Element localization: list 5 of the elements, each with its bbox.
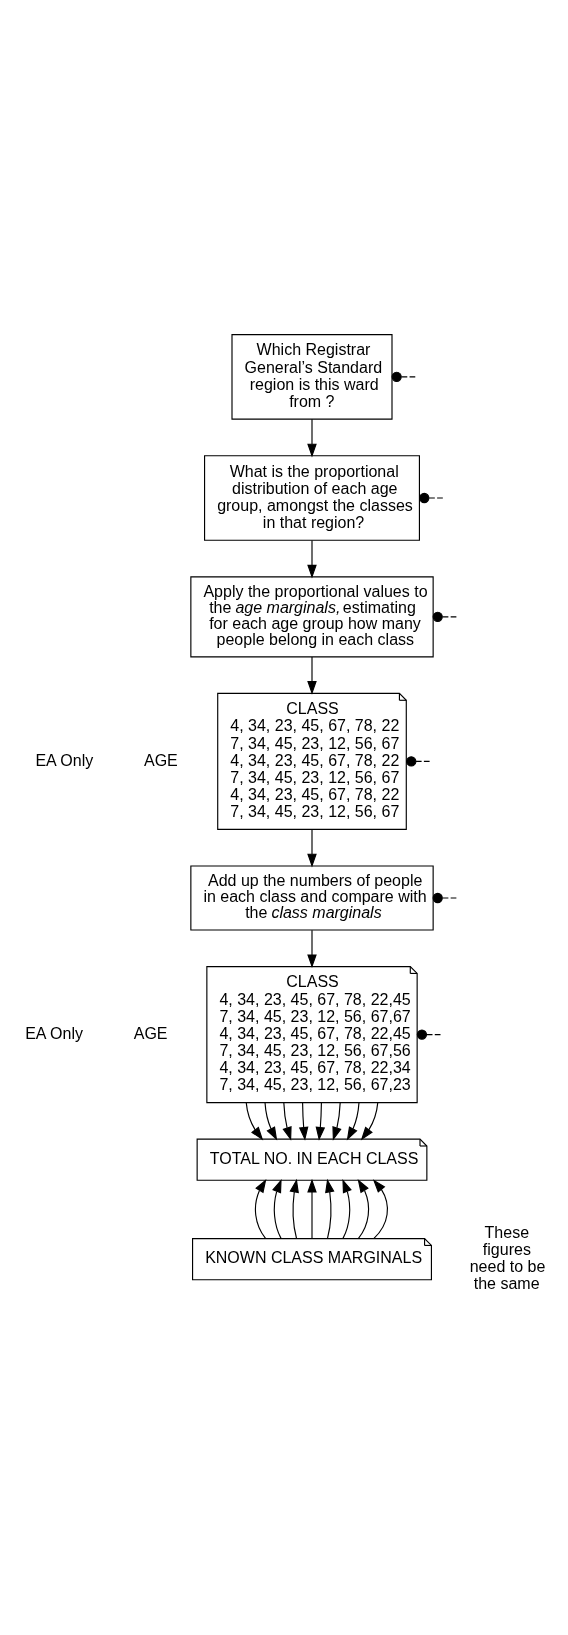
label: These figures need to be the same: [469, 1223, 546, 1292]
node-label: AGE: [133, 1024, 168, 1042]
node-label: AGE: [144, 751, 178, 769]
node-label: EA Only: [35, 751, 94, 769]
node-label: EA Only: [25, 1024, 83, 1042]
